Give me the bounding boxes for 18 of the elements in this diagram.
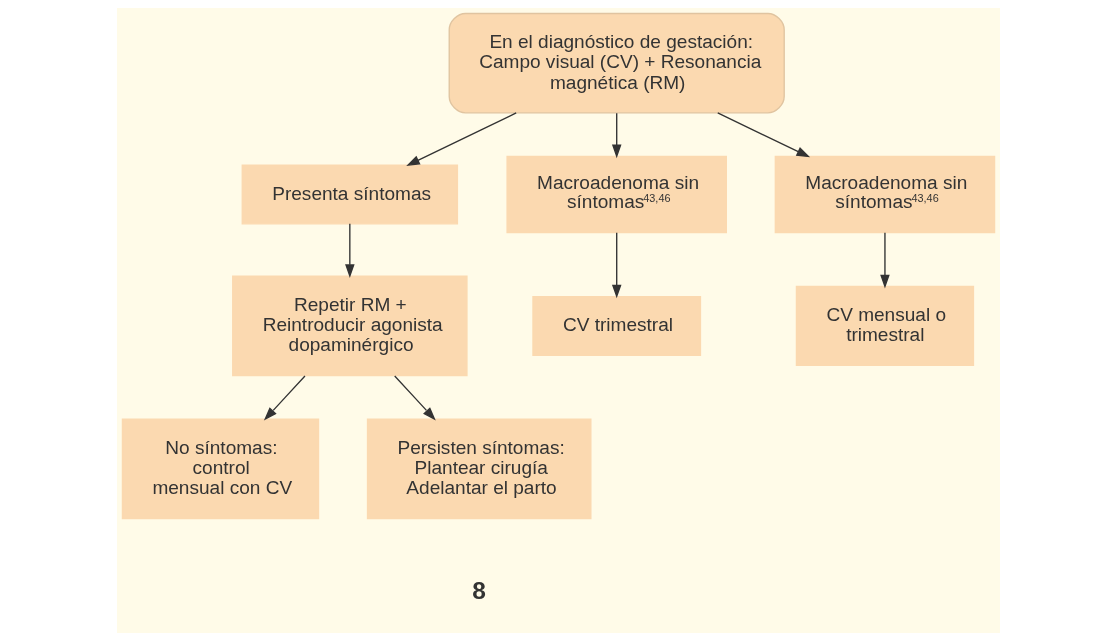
arrow bbox=[611, 232, 622, 299]
arrow bbox=[394, 375, 436, 421]
node-box: No síntomas: control mensual con CV bbox=[121, 418, 320, 520]
label: 8 bbox=[472, 577, 487, 605]
arrow bbox=[717, 112, 811, 158]
arrow bbox=[345, 223, 355, 278]
node-box: Repetir RM + Reintroducir agonista dopaminérgico bbox=[232, 275, 468, 377]
node-box: Macroadenoma sin síntomas$^{43,46}$ bbox=[506, 155, 727, 234]
arrow bbox=[880, 232, 890, 289]
node-box: CV mensual o trimestral bbox=[795, 285, 975, 367]
node-box: Persisten síntomas: Plantear cirugía Adelantar el parto bbox=[366, 418, 592, 520]
arrow bbox=[406, 112, 517, 166]
node-box: CV trimestral bbox=[532, 296, 702, 356]
node-box: En el diagnóstico de gestación: Campo visual (CV) + Resonancia magnética (RM) bbox=[448, 12, 785, 114]
arrow bbox=[263, 375, 306, 421]
node-box: Presenta síntomas bbox=[241, 164, 459, 225]
node-box: Macroadenoma sin síntomas$^{43,46}$ bbox=[774, 155, 996, 234]
arrow bbox=[611, 112, 622, 159]
